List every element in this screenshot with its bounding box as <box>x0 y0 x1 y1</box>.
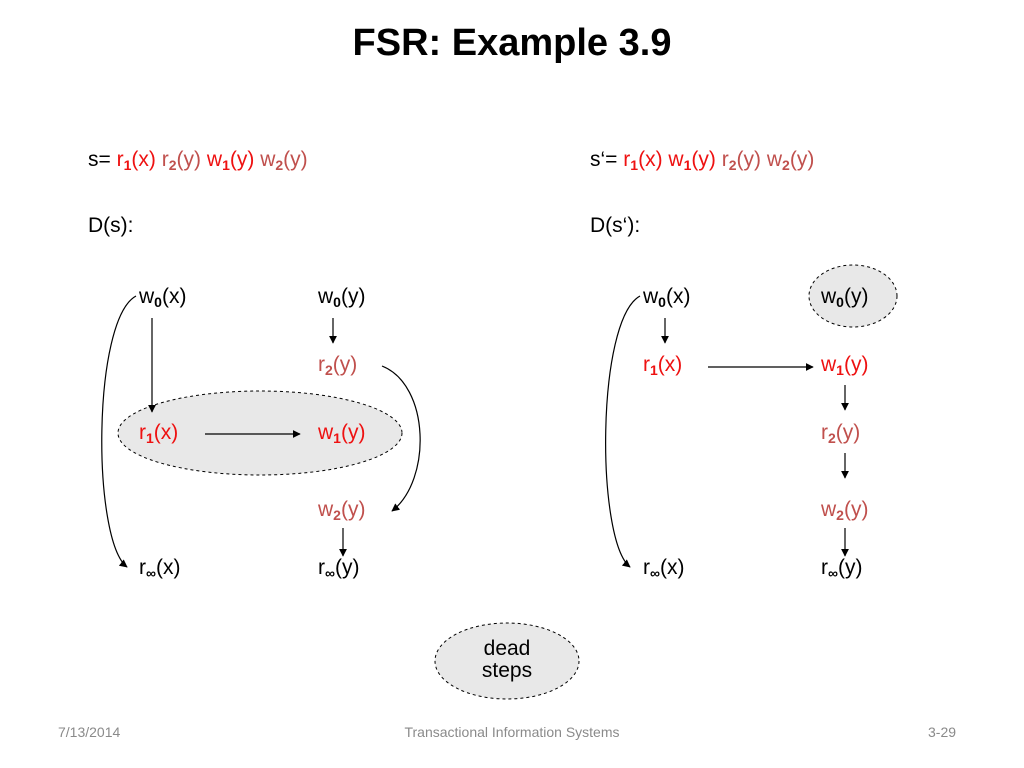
footer-page-number: 3-29 <box>928 724 957 740</box>
schedule-prefix: s= <box>88 148 111 171</box>
legend-line-2: steps <box>481 659 533 682</box>
schedule-step: r1(x) <box>116 148 156 173</box>
node-w0x-right: w0(x) <box>643 285 691 310</box>
node-w2y-left: w2(y) <box>318 498 366 523</box>
schedule-step: w1(y) <box>668 148 716 173</box>
schedule-step: r2(y) <box>161 148 202 173</box>
schedule-step: w1(y) <box>206 148 255 173</box>
graph-label-ds-prime: D(s‘): <box>590 214 641 237</box>
node-w1y-right: w1(y) <box>821 353 869 378</box>
schedule-s: s= r1(x) r2(y) w1(y) w2(y) <box>88 148 308 172</box>
schedule-step: r2(y) <box>721 148 762 173</box>
edge-w0x-rix-right <box>605 295 641 568</box>
node-rinfx-left: r∞(x) <box>139 556 181 581</box>
footer-date: 7/13/2014 <box>58 724 121 740</box>
schedule-step: w2(y) <box>260 148 308 173</box>
schedule-step: r1(x) <box>623 148 663 173</box>
node-r1x-left: r1(x) <box>139 421 179 446</box>
node-w1y-left: w1(y) <box>318 421 366 446</box>
node-w0y-left: w0(y) <box>318 285 366 310</box>
node-w0x-left: w0(x) <box>139 285 187 310</box>
dead-steps-ellipse-right <box>808 264 898 328</box>
node-rinfy-left: r∞(y) <box>318 556 360 581</box>
node-rinfy-right: r∞(y) <box>821 556 863 581</box>
schedule-step: w2(y) <box>766 148 815 173</box>
dead-steps-ellipse-left <box>117 390 403 476</box>
node-w0y-right: w0(y) <box>821 285 869 310</box>
node-r2y-left: r2(y) <box>318 353 358 378</box>
footer-title: Transactional Information Systems <box>404 724 620 740</box>
schedule-s-prime: s‘= r1(x) w1(y) r2(y) w2(y) <box>590 148 814 172</box>
node-w2y-right: w2(y) <box>821 498 869 523</box>
slide-title: FSR: Example 3.9 <box>352 22 672 64</box>
node-rinfx-right: r∞(x) <box>643 556 685 581</box>
node-r1x-right: r1(x) <box>643 353 683 378</box>
graph-label-ds: D(s): <box>88 214 134 237</box>
edge-r2y-w2y-left <box>381 365 421 512</box>
schedule-prefix: s‘= <box>590 148 618 171</box>
edge-w0x-rix-left <box>101 295 137 568</box>
legend-dead-steps: dead steps <box>457 638 557 682</box>
node-r2y-right: r2(y) <box>821 421 861 446</box>
legend-ellipse <box>434 622 580 700</box>
legend-line-1: dead <box>483 637 531 660</box>
